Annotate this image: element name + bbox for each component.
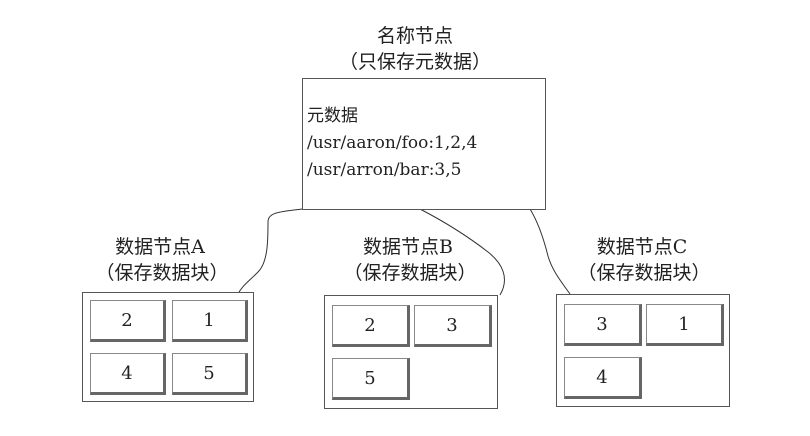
datanode-b-box: 2 3 5 — [324, 295, 498, 409]
datanode-c-box: 3 1 4 — [556, 294, 730, 407]
block-cell: 2 — [90, 300, 166, 342]
metadata-heading: 元数据 — [307, 106, 358, 126]
datanode-c-title: 数据节点C — [596, 236, 688, 258]
datanode-a-subtitle: （保存数据块） — [95, 262, 229, 284]
block-cell: 1 — [172, 300, 248, 342]
namenode-title: 名称节点 — [376, 25, 453, 47]
datanode-a-title: 数据节点A — [115, 236, 205, 258]
block-cell: 3 — [564, 304, 642, 346]
namenode-subtitle: （只保存元数据） — [338, 51, 491, 73]
block-cell: 4 — [564, 357, 642, 399]
metadata-line-2: /usr/arron/bar:3,5 — [307, 160, 462, 180]
datanode-c-subtitle: （保存数据块） — [577, 262, 711, 284]
datanode-a-box: 2 1 4 5 — [82, 292, 254, 402]
block-cell: 5 — [172, 353, 248, 395]
datanode-b-subtitle: （保存数据块） — [343, 262, 477, 284]
block-cell: 1 — [646, 304, 724, 346]
block-cell: 2 — [332, 305, 410, 347]
block-cell: 4 — [90, 353, 166, 395]
namenode-box: 元数据 /usr/aaron/foo:1,2,4 /usr/arron/bar:… — [302, 78, 546, 210]
link-namenode-to-datanode-b — [419, 208, 505, 296]
link-namenode-to-datanode-c — [529, 208, 571, 295]
link-namenode-to-datanode-a — [237, 208, 303, 295]
datanode-b-title: 数据节点B — [363, 236, 453, 258]
block-cell: 3 — [414, 305, 492, 347]
metadata-line-1: /usr/aaron/foo:1,2,4 — [307, 133, 478, 153]
block-cell: 5 — [332, 358, 410, 400]
